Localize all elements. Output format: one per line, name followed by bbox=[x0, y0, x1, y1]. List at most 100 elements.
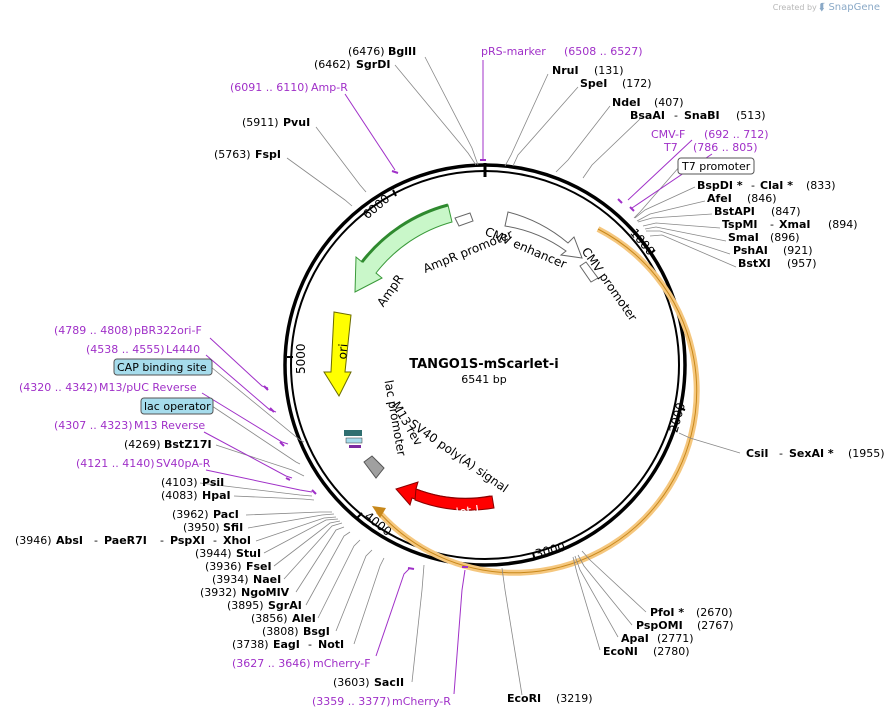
enzyme-name: BspDI * bbox=[697, 179, 743, 192]
enzyme-name: SgrAI bbox=[268, 599, 302, 612]
sv40-polya-feature bbox=[363, 455, 385, 479]
enzyme-name: EagI bbox=[273, 638, 300, 651]
orf-arrowhead bbox=[372, 506, 386, 518]
enzyme-sep: - bbox=[770, 218, 774, 231]
enzyme-pos: (3932) bbox=[200, 586, 237, 599]
primer-range: (692 .. 712) bbox=[704, 128, 769, 141]
orf-arc-line bbox=[377, 228, 698, 574]
enzyme-name: XhoI bbox=[223, 534, 251, 547]
enzyme-name: PshAI bbox=[733, 244, 768, 257]
cap-binding-site-tag: CAP binding site bbox=[113, 358, 213, 376]
mscarlet-body bbox=[414, 488, 495, 511]
enzyme-pos: (3934) bbox=[212, 573, 249, 586]
enzyme-pos: (4083) bbox=[161, 489, 198, 502]
enzyme-pos: (3962) bbox=[172, 508, 209, 521]
primer-range: (6508 .. 6527) bbox=[564, 45, 643, 58]
enzyme-pos: (4103) bbox=[161, 476, 198, 489]
primer-range: (4307 .. 4323) bbox=[54, 419, 133, 432]
enzyme-name: PaeR7I bbox=[104, 534, 147, 547]
tick-label-3000: 3000 bbox=[534, 540, 567, 561]
enzyme-pos: (3808) bbox=[262, 625, 299, 638]
tick-label-5000: 5000 bbox=[294, 343, 308, 374]
label-sv40-polya: SV40 poly(A) signal bbox=[407, 417, 511, 496]
enzyme-leader-lines bbox=[199, 56, 741, 696]
enzyme-pos: (3738) bbox=[232, 638, 269, 651]
enzyme-name: StuI bbox=[236, 547, 261, 560]
enzyme-pos: (847) bbox=[771, 205, 801, 218]
primer-name: L4440 bbox=[166, 343, 200, 356]
tick-label-2000: 2000 bbox=[667, 401, 688, 434]
tick-1000 bbox=[649, 249, 656, 255]
primer-name: M13 Reverse bbox=[134, 419, 205, 432]
primer-name: SV40pA-R bbox=[156, 457, 211, 470]
enzyme-pos: (5763) bbox=[214, 148, 251, 161]
enzyme-name: NdeI bbox=[612, 96, 641, 109]
enzyme-pos: (5911) bbox=[242, 116, 279, 129]
enzyme-pos: (172) bbox=[622, 77, 652, 90]
label-cmv-promoter: CMV promoter bbox=[579, 245, 640, 324]
enzyme-pos: (4269) bbox=[124, 438, 161, 451]
enzyme-name: EcoNI bbox=[603, 645, 638, 658]
t7-promoter-tag: T7 promoter bbox=[677, 157, 755, 175]
label-cmv-enhancer: CMV enhancer bbox=[483, 224, 569, 271]
enzyme-name: NotI bbox=[318, 638, 344, 651]
enzyme-name: TspMI bbox=[722, 218, 758, 231]
plasmid-size: 6541 bp bbox=[461, 373, 506, 386]
enzyme-name: ClaI * bbox=[760, 179, 793, 192]
enzyme-pos: (957) bbox=[787, 257, 817, 270]
svg-text:lac operator: lac operator bbox=[144, 400, 211, 413]
primer-labels: pRS-marker (6508 .. 6527) (6091 .. 6110)… bbox=[19, 45, 769, 708]
enzyme-pos: (3219) bbox=[556, 692, 593, 705]
enzyme-name: PvuI bbox=[283, 116, 310, 129]
enzyme-name: PsiI bbox=[202, 476, 224, 489]
enzyme-name: BstAPI bbox=[714, 205, 755, 218]
enzyme-pos: (3936) bbox=[205, 560, 242, 573]
enzyme-name: AbsI bbox=[56, 534, 83, 547]
enzyme-pos: (921) bbox=[783, 244, 813, 257]
enzyme-pos: (3950) bbox=[183, 521, 220, 534]
enzyme-pos: (1955) bbox=[848, 447, 885, 460]
enzyme-name: SacII bbox=[374, 676, 404, 689]
snapgene-watermark: Created by ⮮ SnapGene bbox=[772, 2, 880, 13]
enzyme-pos: (2771) bbox=[657, 632, 694, 645]
tick-2000 bbox=[678, 407, 686, 411]
enzyme-name: BstZ17I bbox=[164, 438, 212, 451]
enzyme-pos: (833) bbox=[806, 179, 836, 192]
enzyme-pos: (6462) bbox=[314, 58, 351, 71]
primer-marks bbox=[263, 159, 635, 570]
enzyme-name: ApaI bbox=[621, 632, 649, 645]
m13-mark bbox=[349, 445, 361, 448]
enzyme-name: NgoMIV bbox=[241, 586, 290, 599]
tick-6000 bbox=[392, 189, 397, 197]
enzyme-name: EcoRI bbox=[507, 692, 541, 705]
enzyme-labels: (6476) BglII (6462) SgrDI NruI (131) Spe… bbox=[15, 45, 885, 705]
enzyme-pos: (2780) bbox=[653, 645, 690, 658]
lac-operator-tag: lac operator bbox=[140, 397, 214, 415]
enzyme-name: NaeI bbox=[253, 573, 281, 586]
enzyme-name: FseI bbox=[246, 560, 272, 573]
cmv-promoter-arrow bbox=[579, 261, 599, 283]
primer-range: (6091 .. 6110) bbox=[230, 81, 309, 94]
enzyme-sep: - bbox=[751, 179, 755, 192]
enzyme-sep: - bbox=[160, 534, 164, 547]
enzyme-pos: (2767) bbox=[697, 619, 734, 632]
cmv-enhancer-arrow bbox=[504, 211, 583, 259]
enzyme-pos: (3895) bbox=[227, 599, 264, 612]
primer-name: T7 bbox=[663, 141, 678, 154]
enzyme-name: PacI bbox=[213, 508, 239, 521]
cap-site-mark bbox=[345, 437, 363, 444]
enzyme-sep: - bbox=[213, 534, 217, 547]
enzyme-pos: (131) bbox=[594, 64, 624, 77]
enzyme-pos: (513) bbox=[736, 109, 766, 122]
enzyme-name: BsgI bbox=[303, 625, 330, 638]
enzyme-name: HpaI bbox=[202, 489, 231, 502]
tick-4000 bbox=[356, 512, 363, 519]
enzyme-name: BglII bbox=[388, 45, 416, 58]
ampr-strand bbox=[360, 203, 449, 263]
plasmid-name: TANGO1S-mScarlet-i bbox=[409, 357, 558, 372]
enzyme-pos: (896) bbox=[770, 231, 800, 244]
enzyme-sep: - bbox=[94, 534, 98, 547]
enzyme-pos: (3944) bbox=[195, 547, 232, 560]
enzyme-name: PspXI bbox=[170, 534, 205, 547]
